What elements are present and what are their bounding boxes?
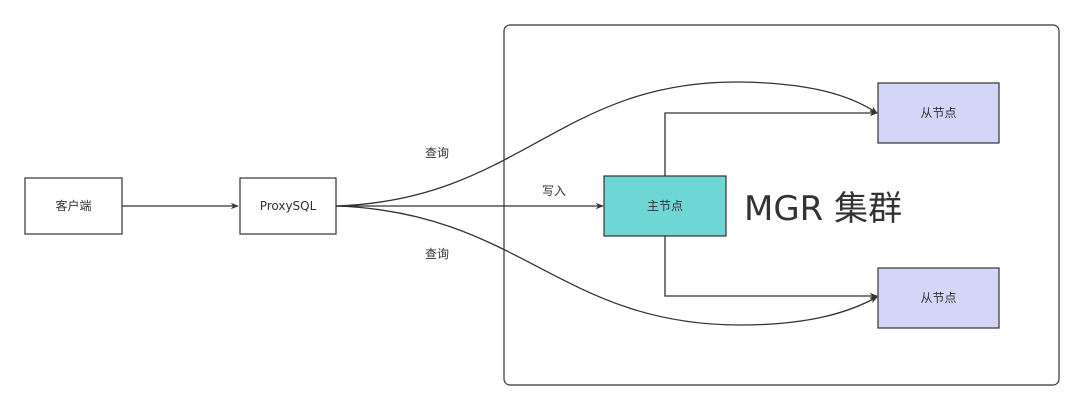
node-client-label: 客户端 xyxy=(55,198,91,213)
node-client: 客户端 xyxy=(24,177,123,235)
node-primary-label: 主节点 xyxy=(647,199,683,213)
node-replica-bottom: 从节点 xyxy=(877,267,1000,329)
edge-label-write: 写入 xyxy=(542,184,566,198)
edge-primary-to-replica-bottom xyxy=(664,236,878,300)
node-replica-bottom-box xyxy=(877,267,1000,329)
edge-proxysql-to-replica-bottom-query xyxy=(335,205,878,326)
node-replica-top-box xyxy=(877,82,1000,144)
edge-primary-to-replica-top xyxy=(664,109,878,176)
node-replica-top: 从节点 xyxy=(877,82,1000,144)
cluster-title: MGR 集群 xyxy=(744,189,902,229)
node-primary: 主节点 xyxy=(603,175,727,237)
node-proxysql-label: ProxySQL xyxy=(260,199,317,213)
node-primary-box xyxy=(603,175,727,237)
node-client-box xyxy=(24,177,123,235)
node-proxysql: ProxySQL xyxy=(239,177,337,235)
node-replica-bottom-label: 从节点 xyxy=(920,291,956,305)
edge-proxysql-to-replica-top-query xyxy=(335,81,878,207)
edge-label-query-bottom: 查询 xyxy=(425,247,449,261)
node-proxysql-box xyxy=(239,177,337,235)
node-replica-top-label: 从节点 xyxy=(920,106,956,120)
edge-label-query-top: 查询 xyxy=(425,146,449,160)
